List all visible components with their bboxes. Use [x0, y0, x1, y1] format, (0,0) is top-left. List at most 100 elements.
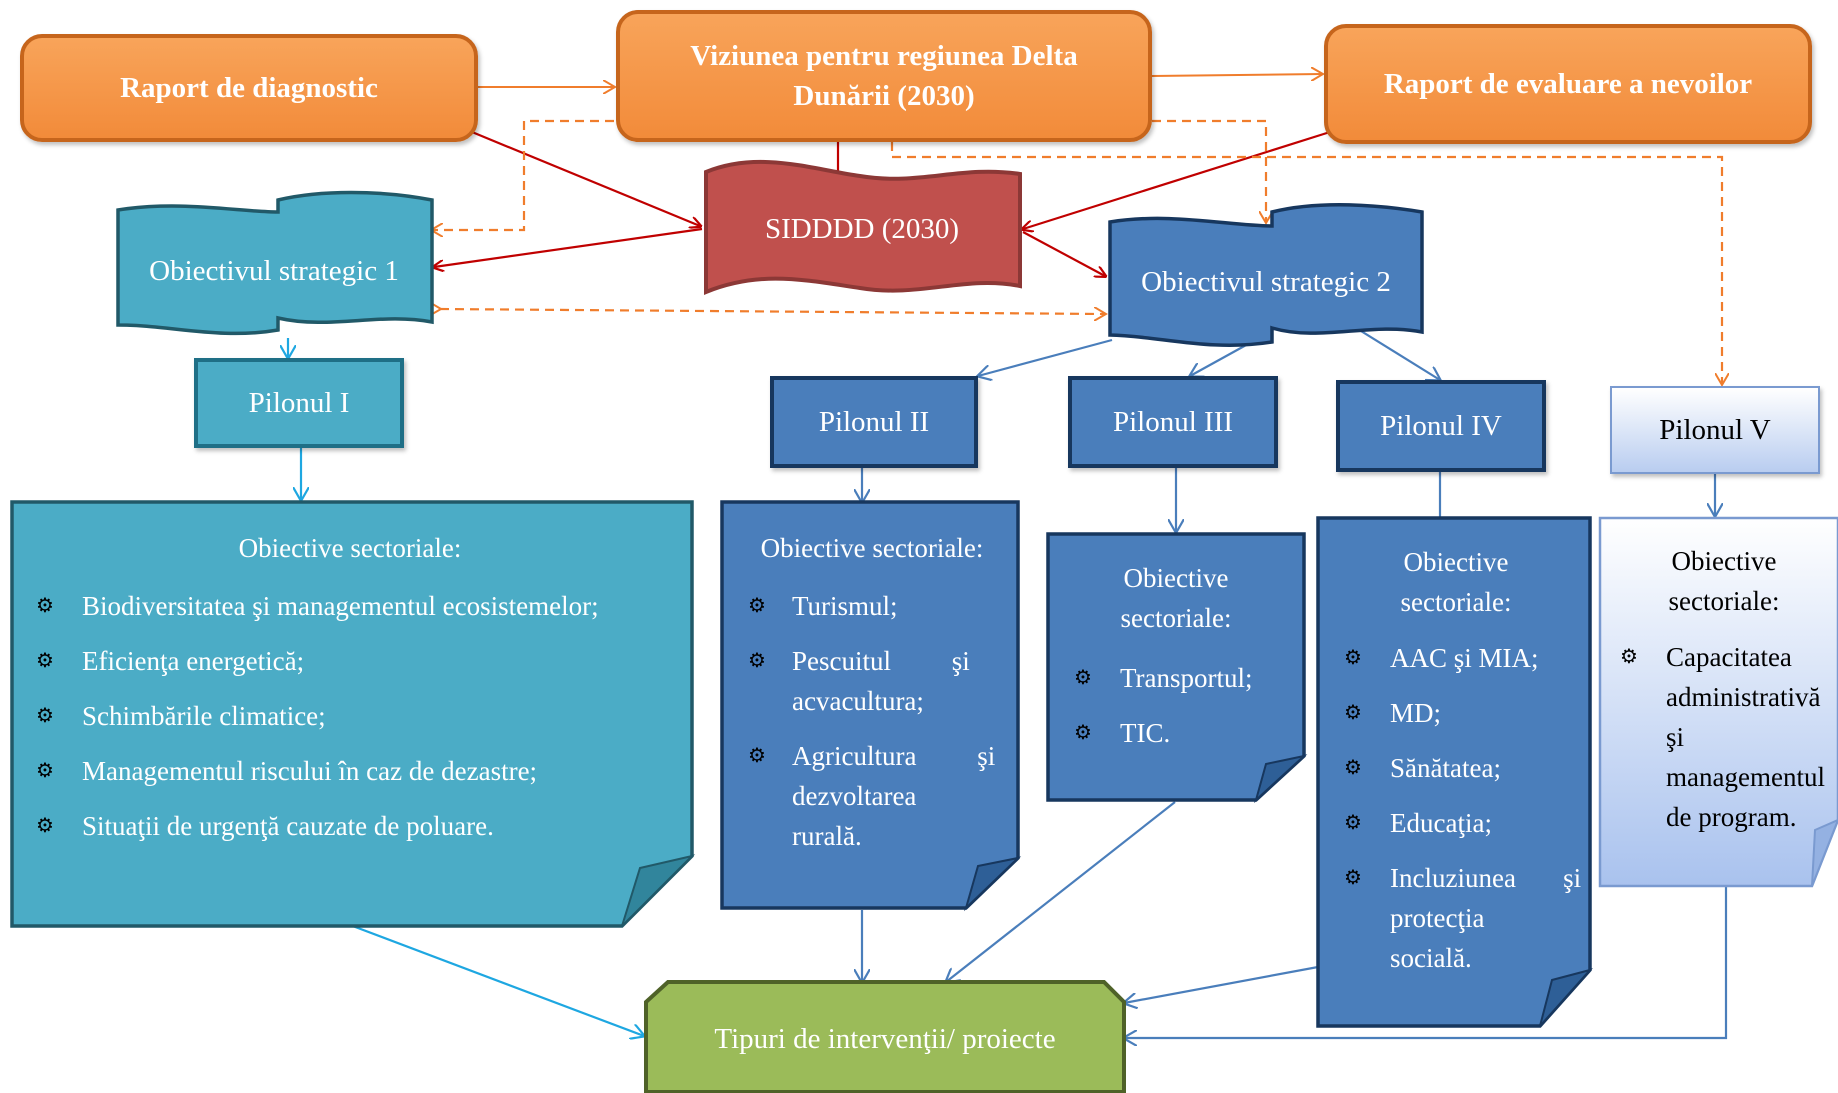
objective1-banner: Obiectivul strategic 1: [116, 190, 434, 336]
sectoral-item-text: Agricultura şi: [792, 741, 996, 771]
sectoral-2-list: ⚙Turismul; ⚙ Pescuitul şi acvacultura;⚙ Agri…: [740, 586, 1004, 856]
sectoral-item-text: Managementul riscului în caz de dezastre…: [82, 756, 538, 786]
connectors: [288, 74, 1726, 1038]
sectoral-item-text: Turismul;: [792, 591, 898, 621]
sectoral-5-title-line2: sectoriale:: [1668, 586, 1780, 616]
pilonul-4-label: Pilonul IV: [1380, 409, 1502, 442]
sectoral-item: ⚙ Schimbările climatice;: [30, 696, 670, 736]
sectoral-item-text: rurală.: [792, 821, 862, 851]
gear-bullet-icon: ⚙: [748, 650, 766, 672]
sectoral-4-list: ⚙ AAC şi MIA; ⚙ MD; ⚙ Sănătatea; ⚙ Educaţia; ⚙ In…: [1334, 638, 1582, 978]
gear-bullet-icon: ⚙: [1074, 722, 1092, 744]
gear-bullet-icon: ⚙: [36, 650, 54, 672]
sectoral-objectives-3: Obiective sectoriale: ⚙Transportul;⚙TIC.: [1064, 558, 1288, 768]
gear-bullet-icon: ⚙: [1344, 867, 1362, 889]
sectoral-item-text: Sănătatea;: [1390, 753, 1501, 783]
sectoral-item-text: Educaţia;: [1390, 808, 1492, 838]
sectoral-item-text: administrativă: [1666, 682, 1821, 712]
arrow-vision-to-needs: [1151, 74, 1322, 76]
dashed-vision-to-pilonul5: [890, 142, 1722, 384]
sidddd-banner: SIDDDD (2030): [704, 159, 1022, 295]
sectoral-4-title-line1: Obiective: [1403, 547, 1509, 577]
sectoral-1-list: ⚙ Biodiversitatea şi managementul ecosist…: [30, 586, 670, 846]
sectoral-item-text: Eficienţa energetică;: [82, 646, 305, 676]
arrow-sectoral4-to-result: [1124, 965, 1319, 1003]
sectoral-item-text: Pescuitul şi: [792, 646, 970, 676]
sectoral-item: ⚙ Managementul riscului în caz de dezastr…: [30, 751, 670, 791]
sectoral-item-text: Schimbările climatice;: [82, 701, 326, 731]
sectoral-item-text: MD;: [1390, 698, 1442, 728]
gear-bullet-icon: ⚙: [1620, 646, 1638, 668]
dashed-objective1-objective2: [440, 309, 1105, 314]
pilonul-5-label: Pilonul V: [1659, 413, 1771, 446]
sectoral-item-text: Biodiversitatea şi managementul ecosiste…: [82, 591, 599, 621]
vision-label-line1: Viziunea pentru regiunea Delta: [690, 40, 1078, 72]
pilonul-2-label: Pilonul II: [818, 405, 930, 438]
pilonul-3: Pilonul III: [1068, 376, 1278, 468]
sectoral-item: ⚙ AAC şi MIA;: [1334, 638, 1578, 678]
pilonul-1: Pilonul I: [194, 358, 404, 448]
arrow-needs-to-sidddd: [1023, 130, 1331, 229]
sectoral-item-text: managementul: [1666, 762, 1825, 792]
objective1-label: Obiectivul strategic 1: [149, 255, 399, 287]
arrow-sectoral3-to-result: [946, 801, 1176, 982]
sectoral-shapes: [10, 500, 1838, 1028]
sectoral-3-list: ⚙ Transportul; ⚙ TIC.: [1064, 658, 1288, 753]
sectoral-5-title-line1: Obiective: [1671, 546, 1777, 576]
gear-bullet-icon: ⚙: [1074, 667, 1092, 689]
diagnostic-report-label: Raport de diagnostic: [120, 72, 378, 104]
sectoral-item-text: protecţia: [1390, 903, 1485, 933]
pilonul-1-label: Pilonul I: [248, 386, 350, 419]
sectoral-item-text: dezvoltarea: [792, 781, 917, 811]
sectoral-item-text: Situaţii de urgenţă cauzate de poluare.: [82, 811, 494, 841]
sectoral-objectives-4: Obiective sectoriale: ⚙AAC şi MIA;⚙MD;⚙S…: [1334, 542, 1582, 993]
gear-bullet-icon: ⚙: [1344, 647, 1362, 669]
sidddd-label: SIDDDD (2030): [765, 213, 959, 245]
sectoral-item: ⚙ MD;: [1334, 693, 1578, 733]
arrow-sectoral5-to-result: [1124, 887, 1728, 1038]
pilonul-2: Pilonul II: [770, 376, 978, 468]
sectoral-item-text: TIC.: [1120, 718, 1171, 748]
sectoral-item: ⚙Turismul;: [740, 586, 1004, 626]
dashed-vision-to-objective1: [432, 119, 614, 230]
gear-bullet-icon: ⚙: [36, 595, 54, 617]
sectoral-objectives-1: Obiective sectoriale: ⚙Biodiversitatea ş…: [30, 528, 670, 861]
sectoral-item: ⚙ Biodiversitatea şi managementul ecosist…: [30, 586, 670, 626]
vision-box: Viziunea pentru regiunea Delta Dunării (…: [616, 10, 1152, 142]
sectoral-item: ⚙ Eficienţa energetică;: [30, 641, 670, 681]
result-shape: Tipuri de intervenţii/ proiecte: [644, 980, 1126, 1093]
needs-report-label: Raport de evaluare a nevoilor: [1383, 68, 1753, 100]
sectoral-3-title-line2: sectoriale:: [1120, 603, 1232, 633]
gear-bullet-icon: ⚙: [1344, 757, 1362, 779]
sectoral-item: ⚙ Pescuitul şi acvacultura;: [740, 641, 1004, 721]
sectoral-item: ⚙ TIC.: [1064, 713, 1288, 753]
sectoral-item-text: şi: [1666, 722, 1685, 752]
objective2-label: Obiectivul strategic 2: [1141, 266, 1391, 298]
arrow-objective2-to-pilonul3: [1190, 343, 1249, 376]
sectoral-item-text: Incluziunea şi: [1390, 863, 1582, 893]
sectoral-objectives-2: Obiective sectoriale: ⚙Turismul; ⚙ Pescuit…: [740, 528, 1004, 871]
gear-bullet-icon: ⚙: [1344, 702, 1362, 724]
pilonul-4: Pilonul IV: [1336, 380, 1546, 472]
sectoral-item-text: Transportul;: [1120, 663, 1253, 693]
result-label: Tipuri de intervenţii/ proiecte: [714, 1023, 1055, 1055]
gear-bullet-icon: ⚙: [1344, 812, 1362, 834]
sectoral-item-text: acvacultura;: [792, 686, 924, 716]
gear-bullet-icon: ⚙: [36, 705, 54, 727]
sectoral-item-text: AAC şi MIA;: [1390, 643, 1539, 673]
sectoral-item: ⚙ Transportul;: [1064, 658, 1288, 698]
arrow-diagnostic-to-sidddd: [471, 130, 700, 226]
dashed-vision-to-objective2: [1152, 119, 1266, 222]
sectoral-2-title: Obiective sectoriale:: [760, 533, 984, 563]
arrow-sidddd-to-objective2: [1022, 231, 1105, 276]
needs-report-box: Raport de evaluare a nevoilor: [1324, 24, 1812, 144]
arrow-sectoral1-to-result: [349, 923, 644, 1036]
gear-bullet-icon: ⚙: [36, 760, 54, 782]
arrow-sidddd-to-objective1: [434, 227, 703, 267]
